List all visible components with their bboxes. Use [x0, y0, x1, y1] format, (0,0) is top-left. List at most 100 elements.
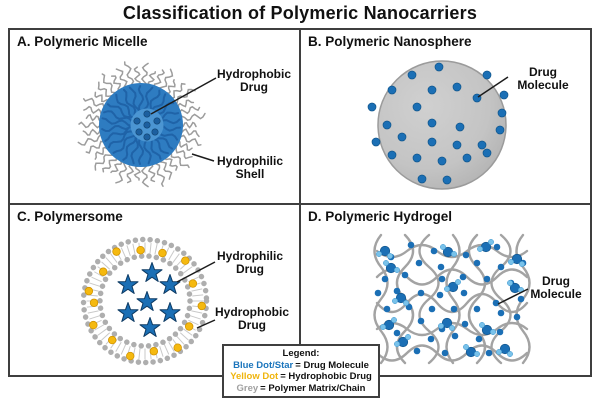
drug-molecule-satellite	[394, 267, 400, 273]
panel-polymeric-micelle: A. Polymeric Micelle Hydrophobic Drug Hy…	[10, 30, 301, 205]
hydrophobic-drug-dot	[99, 267, 108, 276]
drug-dot	[417, 317, 425, 325]
drug-dot	[455, 122, 465, 132]
drug-dot	[143, 110, 151, 118]
drug-dot	[460, 289, 468, 297]
hydrophilic-hair	[176, 134, 202, 147]
drug-dot	[434, 62, 444, 72]
drug-star	[117, 302, 139, 322]
hydrophobic-drug-dot	[136, 245, 145, 255]
drug-dot	[415, 259, 423, 267]
membrane-tail	[190, 315, 201, 320]
drug-dot	[473, 305, 481, 313]
leader-line	[150, 77, 217, 115]
inner-bead-ring	[97, 253, 193, 349]
drug-molecule-satellite	[403, 300, 409, 306]
legend-entry-hydrophobic-drug: Yellow Dot= Hydrophobic Drug	[225, 371, 377, 383]
membrane-tail	[168, 341, 175, 352]
hydrophobic-drug-dot	[89, 298, 99, 307]
drug-molecule-satellite	[519, 261, 525, 267]
polymer-chain	[373, 233, 389, 365]
annotation-line: Drug	[238, 318, 266, 332]
drug-molecule	[499, 343, 511, 355]
drug-dot	[151, 128, 159, 136]
panel-d-title: D. Polymeric Hydrogel	[308, 209, 453, 224]
hydrophobic-drug-dot	[181, 256, 190, 265]
hydrogel-graphic	[373, 233, 531, 365]
annotation-line: Drug	[240, 80, 268, 94]
drug-dot	[427, 85, 437, 95]
membrane-tail	[168, 250, 175, 261]
drug-dot	[417, 289, 425, 297]
drug-star	[141, 262, 163, 282]
drug-molecule	[395, 292, 407, 304]
drug-dot	[393, 329, 401, 337]
panel-c-title: C. Polymersome	[17, 209, 123, 224]
panel-polymeric-hydrogel: D. Polymeric Hydrogel Drug Molecule	[301, 205, 590, 375]
drug-dot	[437, 263, 445, 271]
drug-dot	[483, 275, 491, 283]
drug-star	[159, 302, 181, 322]
drug-molecule-satellite	[380, 324, 386, 330]
membrane-tail	[94, 271, 105, 278]
drug-star	[139, 317, 161, 337]
leader-line	[196, 319, 216, 329]
legend-entry-polymer-matrix: Grey= Polymer Matrix/Chain	[225, 383, 377, 395]
annotation-hydrophilic-drug: Hydrophilic Drug	[202, 250, 298, 276]
hydrophobic-drug-dot	[84, 286, 94, 296]
drug-molecule-satellite	[507, 280, 513, 286]
drug-star	[117, 274, 139, 294]
annotation-line: Molecule	[517, 78, 569, 92]
legend-entry-drug-molecule: Blue Dot/Star= Drug Molecule	[225, 360, 377, 372]
drug-dot	[497, 108, 507, 118]
drug-molecule-satellite	[394, 341, 400, 347]
leader-line	[497, 288, 529, 305]
membrane-tail	[149, 242, 152, 254]
drug-molecule-satellite	[490, 329, 496, 335]
panel-b-title: B. Polymeric Nanosphere	[308, 34, 472, 49]
panel-a-title: A. Polymeric Micelle	[17, 34, 148, 49]
membrane-tail	[183, 266, 193, 274]
drug-dot	[475, 335, 483, 343]
membrane-tail	[191, 310, 203, 314]
annotation-line: Hydrophilic	[216, 154, 283, 168]
membrane-tail	[110, 253, 118, 263]
hydrophilic-hair	[102, 153, 118, 173]
micelle-fiber	[108, 129, 139, 149]
hydrophilic-hair	[178, 128, 200, 138]
drug-dot	[143, 121, 151, 129]
drug-dot	[451, 332, 459, 340]
diagram-title: Classification of Polymeric Nanocarriers	[122, 3, 478, 23]
membrane-tail	[138, 348, 141, 360]
hydrophilic-hair	[152, 161, 166, 187]
membrane-tail	[115, 341, 122, 352]
annotation-line: Drug	[529, 65, 557, 79]
drug-dot	[381, 275, 389, 283]
membrane-tail	[94, 324, 105, 331]
annotation-line: Drug	[236, 262, 264, 276]
micelle-graphic	[77, 61, 217, 188]
membrane-tail	[87, 310, 99, 314]
drug-molecule	[441, 317, 453, 329]
legend-desc: = Drug Molecule	[295, 359, 369, 371]
drug-molecule-satellite	[405, 334, 411, 340]
hydrophobic-drug-dot	[158, 248, 167, 258]
hydrophilic-hair	[178, 112, 206, 122]
drug-dot	[143, 133, 151, 141]
annotation-hydrophobic-drug: Hydrophobic Drug	[206, 68, 302, 94]
drug-molecule-satellite	[507, 351, 513, 357]
polymersome-graphic	[80, 236, 216, 366]
panel-polymersome: C. Polymersome Hydrophilic Drug Hydropho…	[10, 205, 301, 375]
drug-dot	[497, 263, 505, 271]
hydrophilic-hair	[126, 162, 135, 184]
drug-dot	[401, 271, 409, 279]
drug-dot	[382, 120, 392, 130]
legend-desc: = Hydrophobic Drug	[280, 371, 372, 382]
drug-dot	[437, 156, 447, 166]
hydrophilic-hair	[82, 127, 103, 136]
legend-term-grey: Grey	[236, 382, 259, 394]
drug-dot	[407, 241, 415, 249]
leader-line	[176, 261, 216, 283]
drug-dot	[493, 243, 501, 251]
hydrophilic-hair	[85, 140, 108, 154]
